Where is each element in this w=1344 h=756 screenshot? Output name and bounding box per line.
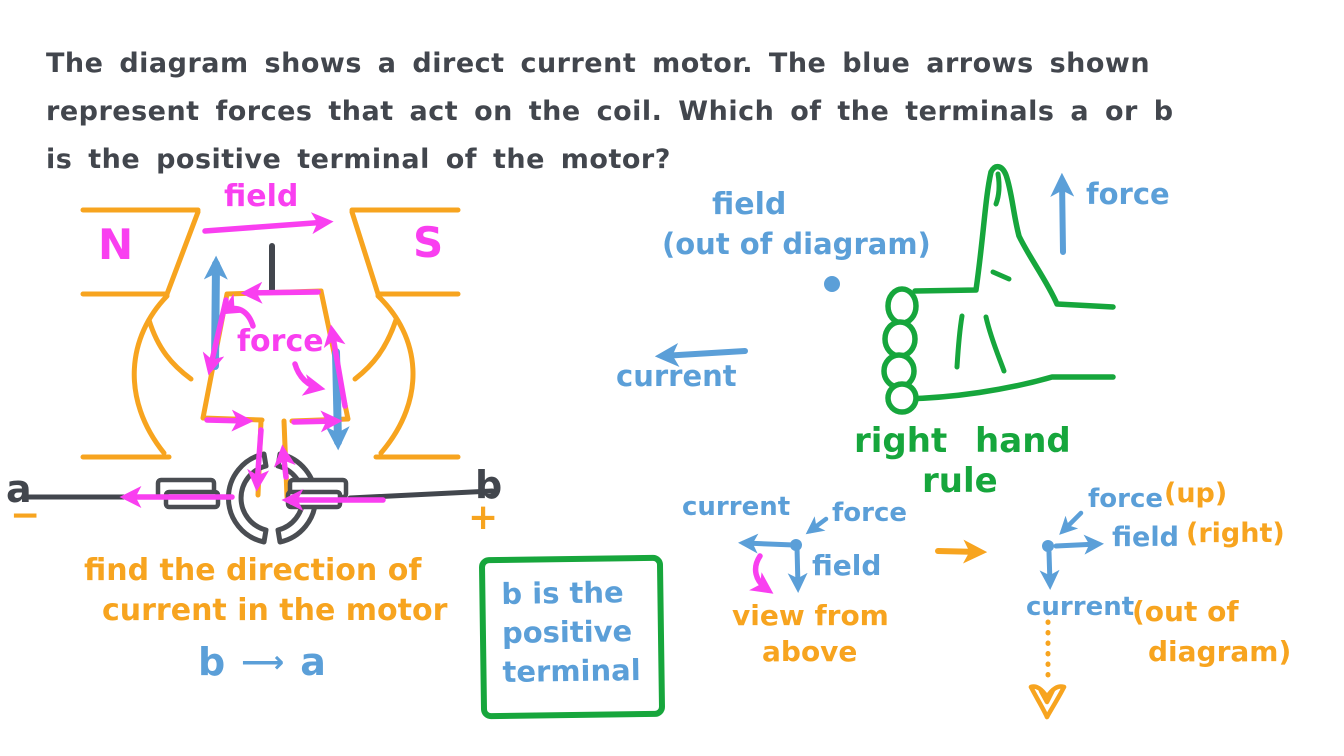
axes3d-field-dir: (right) [1186,518,1285,549]
task-line-2: current in the motor [102,593,448,628]
hand-outline [912,164,1116,310]
force-label: force [237,324,324,359]
maps-to-arrow-icon [935,539,988,564]
view-above-axes [738,516,829,594]
coil-bottom-right-current-arrow [291,410,343,433]
three-d-axes [1028,510,1104,720]
lead-right-current-arrow [273,444,296,480]
axes3d-current-dir-line-2: diagram) [1148,635,1292,668]
wire-to-b [347,488,495,501]
terminal-a-label: a [6,467,32,511]
rhr-current-label: current [616,359,737,393]
field-label: field [224,179,299,214]
axes3d-force-label: force [1088,484,1164,514]
terminal-b-sign: + [468,497,499,538]
question-line-1: The diagram shows a direct current motor… [46,48,1151,79]
view-force-label: force [832,498,908,528]
question-line-3: is the positive terminal of the motor? [46,144,671,175]
force-pointer-arrow [805,516,829,535]
out-of-diagram-arrowhead-icon [1028,684,1067,720]
brushes [155,477,349,510]
commutator-left-half [225,451,269,545]
axes3d-force-dir: (up) [1164,478,1228,509]
rhr-field-label: field [712,187,787,222]
coil-right-curl-arrow [292,361,326,396]
from-terminal: b [198,640,226,684]
force-pointer-arrow [1059,510,1084,535]
hand-rule-arrows [654,172,1075,367]
current-direction-arrows [119,212,386,511]
axes3d-current-dir-line-1: (out of [1132,595,1239,628]
terminal-b-label: b [475,463,503,507]
hand-detail-lines [954,171,1012,374]
field-arrow-icon [202,212,334,235]
current-axis-arrow [738,533,797,554]
rotation-arrow [749,553,774,594]
answer-box: b is the positive terminal [478,554,666,720]
hand-bottom-edge [900,374,1116,402]
force-arrow-icon [1050,172,1075,255]
north-pole-label: N [98,220,134,269]
rhr-title-line-2: rule [922,461,998,501]
view-field-label: field [812,549,882,582]
view-caption-line-1: view from [732,599,889,632]
rotor-coil [200,288,351,500]
rhr-field-note: (out of diagram) [662,227,931,261]
terminal-a-sign: − [10,495,41,536]
current-axis-arrow [1039,549,1060,590]
south-pole-label: S [413,218,444,267]
answer-line-1: b is the [501,575,624,611]
view-caption-line-2: above [762,635,858,668]
right-hand-illustration [881,164,1116,415]
coil-bottom-left-current-arrow [204,409,254,432]
answer-line-2: positive [501,614,633,651]
magnet-south-pole [349,207,461,460]
view-current-label: current [682,492,791,522]
coil-right-current-arrow [323,324,348,409]
current-arrow-icon [654,343,748,367]
field-axis-arrow [787,544,808,593]
current-direction-result: b ⟶ a [198,640,326,684]
field-axis-arrow [1053,534,1104,555]
right-arrow-icon: ⟶ [241,644,285,680]
rhr-title-line-1: right hand [854,421,1071,461]
coil-left-curl-arrow [220,293,256,329]
to-terminal: a [300,640,326,684]
coil-top-current-arrow [240,281,321,304]
hand-knuckles [881,286,919,415]
axes3d-field-label: field [1112,522,1179,553]
answer-line-3: terminal [502,653,641,690]
rhr-force-label: force [1086,177,1170,211]
question-line-2: represent forces that act on the coil. W… [46,96,1174,127]
lead-left-current-arrow [247,427,270,492]
task-line-1: find the direction of [84,553,422,588]
axes3d-vertex-dot [1042,540,1054,552]
field-out-of-diagram-dot [824,276,840,292]
magnet-north-pole [80,207,201,460]
axes3d-current-label: current [1026,592,1135,622]
